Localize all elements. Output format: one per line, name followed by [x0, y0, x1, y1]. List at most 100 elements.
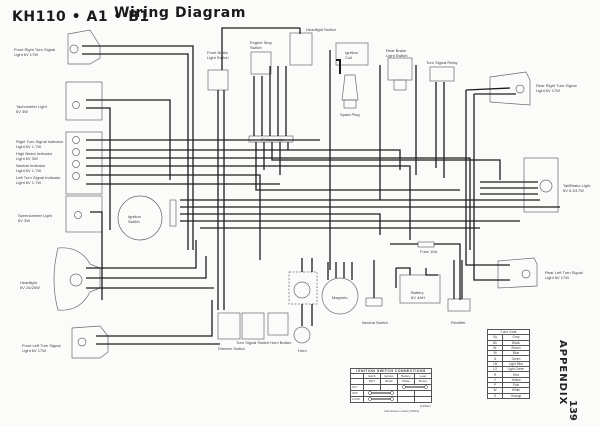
label-line: Headlight — [20, 280, 37, 285]
label-line: Light 6V 1.7W — [16, 144, 42, 149]
connection-bar-icon — [367, 396, 394, 401]
connection-cell — [363, 395, 398, 403]
label-line: 4P Connector — [260, 137, 285, 142]
front-right-turn-housing — [67, 29, 101, 65]
model-title: KH110 • A1 • B1 — [12, 9, 150, 25]
table-row: Bk/Y Bk/W White Brown — [350, 378, 432, 385]
headlight-body — [53, 247, 101, 311]
label-line: 6V 3W — [18, 218, 31, 223]
color-name: Orange — [502, 392, 530, 399]
label-line: Switch — [128, 219, 140, 224]
label-front-left-turn: Front Left Turn Signal Light 6V 17W — [22, 343, 60, 353]
ignition-table-note: Indonesian model (1381A) — [384, 409, 420, 413]
label-magneto: Magneto — [332, 295, 348, 300]
rear-right-turn-housing — [489, 71, 531, 106]
label-line: Ignition — [128, 214, 141, 219]
label-speedometer-light: Speedometer Light 6V 3W — [18, 213, 52, 223]
ignition-table-title: IGNITION SWITCH CONNECTIONS — [350, 367, 432, 375]
label-line: Tail/Brake Light — [563, 183, 591, 188]
rear-left-turn-housing — [497, 257, 538, 289]
wire-color: Brown — [414, 378, 432, 385]
label-dimmer-switch: Dimmer Switch — [218, 346, 245, 351]
label-neutral-switch: Neutral Switch — [362, 320, 388, 325]
connection-cell — [363, 389, 398, 397]
label-line: Light Switch — [207, 55, 229, 60]
ignition-switch-body — [117, 195, 163, 241]
front-left-turn-housing — [71, 325, 109, 359]
label-line: 6V 25/25W — [20, 285, 40, 290]
label-line: Front Right Turn Signal — [14, 47, 56, 52]
label-line: Turn Signal Relay — [426, 60, 458, 65]
label-engine-stop-switch: Engine Stop Switch — [250, 40, 272, 50]
label-line: 6V 4AH — [411, 295, 425, 300]
label-line: Engine Stop — [250, 40, 272, 45]
label-line: Light Switch — [386, 53, 408, 58]
label-line: Rear Brake — [386, 48, 407, 53]
label-line: Horn — [298, 348, 307, 353]
label-line: Turn Signal Switch — [236, 340, 270, 345]
label-line: Neutral Switch — [362, 320, 388, 325]
label-line: Rectifier — [451, 320, 466, 325]
label-line: Horn Button — [270, 340, 292, 345]
label-fuse: Fuse 10A — [420, 249, 437, 254]
label-battery: Battery 6V 4AH — [411, 290, 425, 300]
label-line: Rear Right Turn Signal — [536, 83, 577, 88]
color-abbr: O — [487, 392, 503, 399]
label-line: High Beam Indicator — [16, 151, 53, 156]
label-line: Tachometer Light — [16, 104, 47, 109]
ignition-table-code: (1380A) — [420, 404, 431, 408]
switch-position: LOCK — [350, 395, 364, 403]
label-headlight-switch: Headlight Switch — [306, 27, 336, 32]
label-line: Light 6V 1.7W — [16, 180, 42, 185]
label-line: Switch — [250, 45, 262, 50]
label-turn-signal-switch: Turn Signal Switch — [236, 340, 269, 345]
label-line: Speedometer Light — [18, 213, 52, 218]
label-horn: Horn — [298, 348, 307, 353]
label-line: Light 6V 17W — [22, 348, 47, 353]
label-rear-right-turn: Rear Right Turn Signal Light 6V 17W — [536, 83, 576, 93]
label-line: Light 6V 3W — [16, 156, 38, 161]
label-rear-left-turn: Rear Left Turn Signal Light 6V 17W — [545, 270, 583, 280]
label-line: Fuse 10A — [420, 249, 438, 254]
page-title: Wiring Diagram — [114, 5, 247, 21]
label-line: Battery — [411, 290, 424, 295]
label-ignition-switch: Ignition Switch — [128, 214, 141, 224]
label-line: Light 6V 1.7W — [16, 168, 42, 173]
connection-bar-icon — [401, 384, 428, 389]
label-front-brake-switch: Front Brake Light Switch — [207, 50, 229, 60]
label-line: Rear Left Turn Signal — [545, 270, 583, 275]
label-4p-connector: 4P Connector — [260, 137, 284, 142]
label-line: 6V 3W — [16, 109, 29, 114]
label-line: Spark Plug — [340, 112, 360, 117]
cell — [397, 395, 415, 403]
connection-cell — [397, 383, 432, 391]
label-tachometer-light: Tachometer Light 6V 3W — [16, 104, 47, 114]
label-line: Left Turn Signal Indicator — [16, 175, 61, 180]
wires — [82, 27, 560, 345]
label-line: Ignition — [345, 50, 358, 55]
connection-bar-icon — [367, 390, 394, 395]
label-turn-signal-relay: Turn Signal Relay — [426, 60, 458, 65]
label-rectifier: Rectifier — [451, 320, 466, 325]
label-spark-plug: Spark Plug — [340, 112, 360, 117]
tachometer-housing — [65, 81, 103, 121]
table-row: LOCK — [350, 395, 432, 403]
label-line: Neutral Indicator — [16, 163, 46, 168]
label-rear-brake-switch: Rear Brake Light Switch — [386, 48, 408, 58]
label-tail-brake-light: Tail/Brake Light 6V 5.3/17W — [563, 183, 590, 193]
cell — [414, 395, 432, 403]
label-line: Dimmer Switch — [218, 346, 245, 351]
label-line: Magneto — [332, 295, 348, 300]
label-high-beam-indicator: High Beam Indicator Light 6V 3W — [16, 151, 52, 161]
label-right-turn-indicator: Right Turn Signal Indicator Light 6V 1.7… — [16, 139, 63, 149]
label-horn-button: Horn Button — [270, 340, 291, 345]
label-headlight: Headlight 6V 25/25W — [20, 280, 40, 290]
label-line: Light 6V 17W — [14, 52, 39, 57]
label-neutral-indicator: Neutral Indicator Light 6V 1.7W — [16, 163, 45, 173]
appendix-label: APPENDIX — [557, 340, 568, 406]
